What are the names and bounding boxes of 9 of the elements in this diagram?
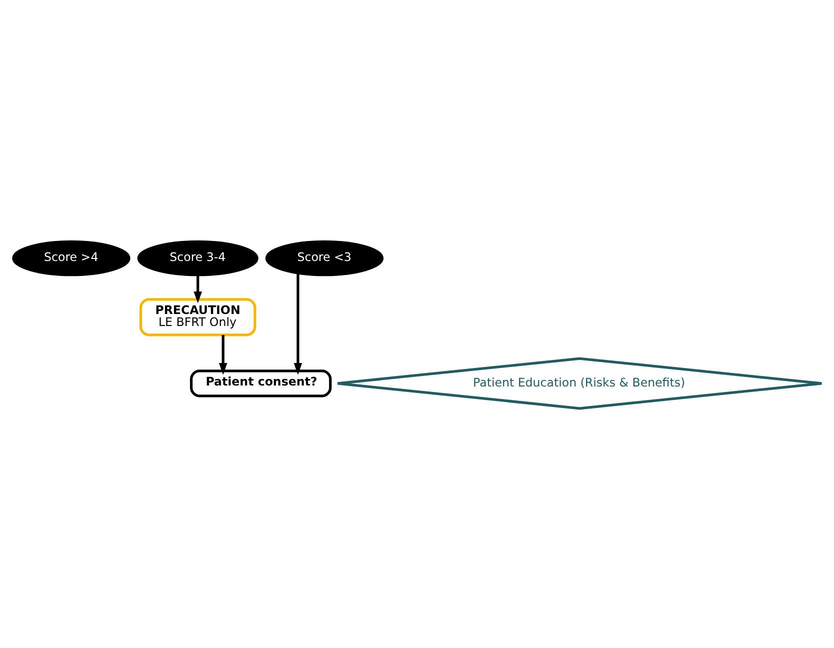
arrow (218, 334, 228, 374)
node-ellipse: Score >4 (12, 240, 130, 276)
node-box: PRECAUTION LE BFRT Only (139, 298, 256, 336)
node-ellipse: Score <3 (265, 240, 384, 276)
node-box: Patient consent? (190, 369, 332, 397)
node-diamond: Patient Education (Risks & Benefits) (336, 356, 823, 410)
node-ellipse: Score 3-4 (137, 240, 258, 276)
arrow (194, 275, 202, 303)
arrow (294, 274, 302, 374)
